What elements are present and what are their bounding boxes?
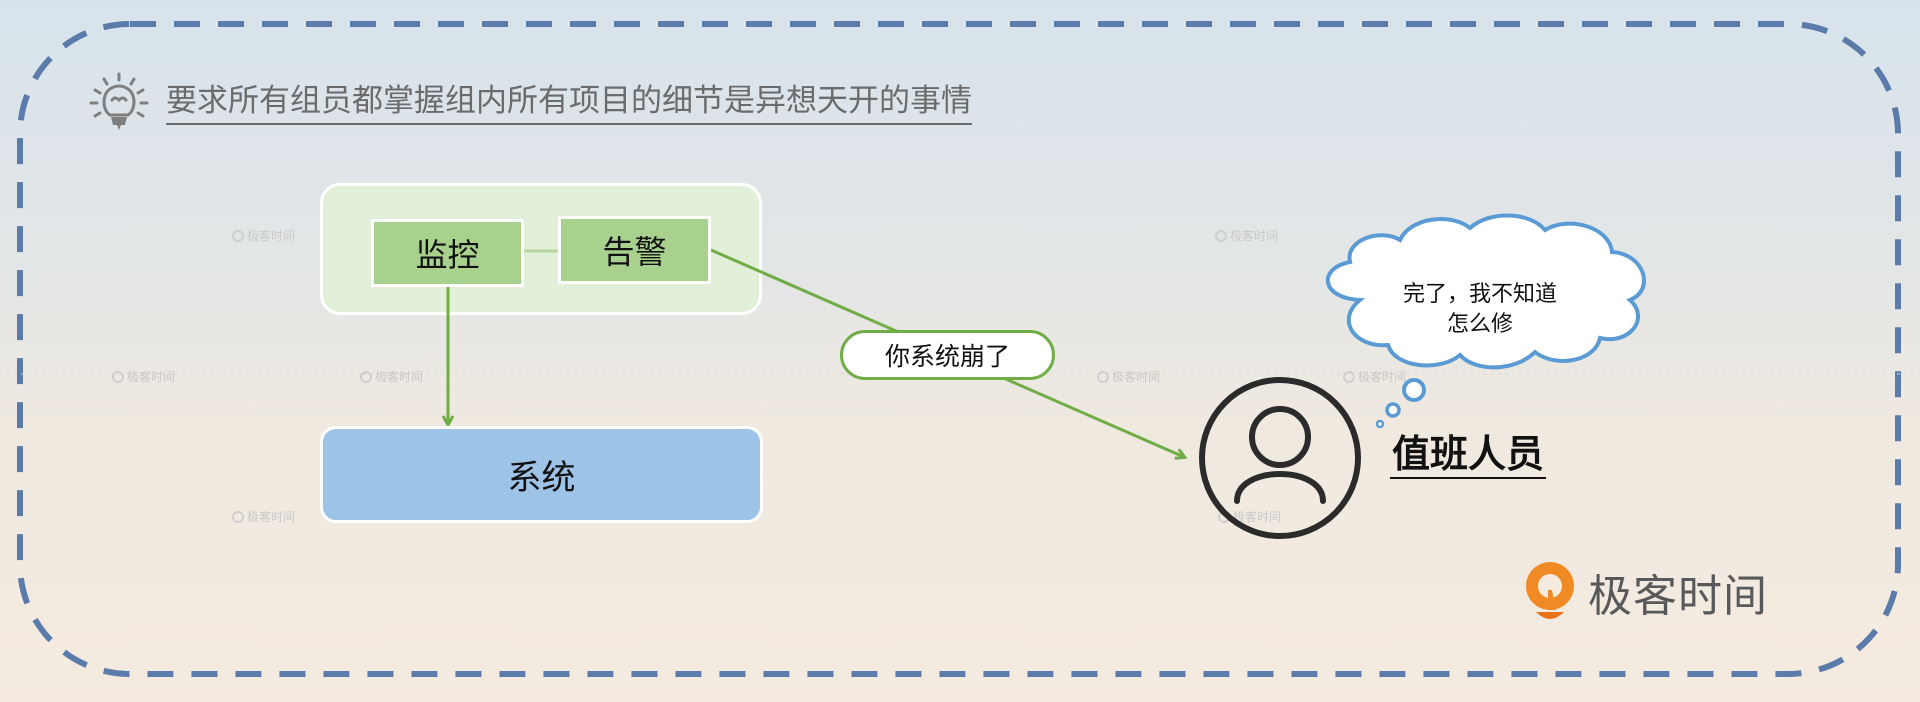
- watermark: 极客时间: [1097, 368, 1160, 385]
- geektime-logo-icon: [1522, 560, 1578, 624]
- watermark: 极客时间: [360, 368, 423, 385]
- alert-node: 告警: [558, 216, 711, 284]
- user-circle-icon: [1197, 375, 1363, 541]
- watermark: 极客时间: [1343, 368, 1406, 385]
- person-label: 值班人员: [1390, 431, 1547, 479]
- watermark-icon: [232, 510, 244, 523]
- watermark: 极客时间: [232, 508, 295, 525]
- watermark: 极客时间: [1215, 227, 1278, 244]
- brand-name: 极客时间: [1588, 571, 1768, 622]
- monitor-node: 监控: [371, 219, 524, 287]
- thought-text: 完了，我不知道 怎么修: [1402, 282, 1557, 337]
- watermark-icon: [112, 370, 124, 383]
- lightbulb-icon: [86, 70, 152, 136]
- watermark-icon: [1097, 370, 1109, 383]
- watermark: 极客时间: [232, 227, 295, 244]
- watermark-icon: [1343, 370, 1355, 383]
- edge-label: 你系统崩了: [840, 330, 1055, 380]
- watermark-icon: [360, 370, 372, 383]
- watermark: 极客时间: [112, 368, 175, 385]
- watermark-icon: [1215, 229, 1227, 242]
- title-text: 要求所有组员都掌握组内所有项目的细节是异想天开的事情: [166, 81, 972, 125]
- brand-logo: 极客时间: [1522, 560, 1768, 624]
- slide-title: 要求所有组员都掌握组内所有项目的细节是异想天开的事情: [86, 70, 972, 136]
- system-node: 系统: [320, 426, 763, 523]
- watermark-icon: [232, 229, 244, 242]
